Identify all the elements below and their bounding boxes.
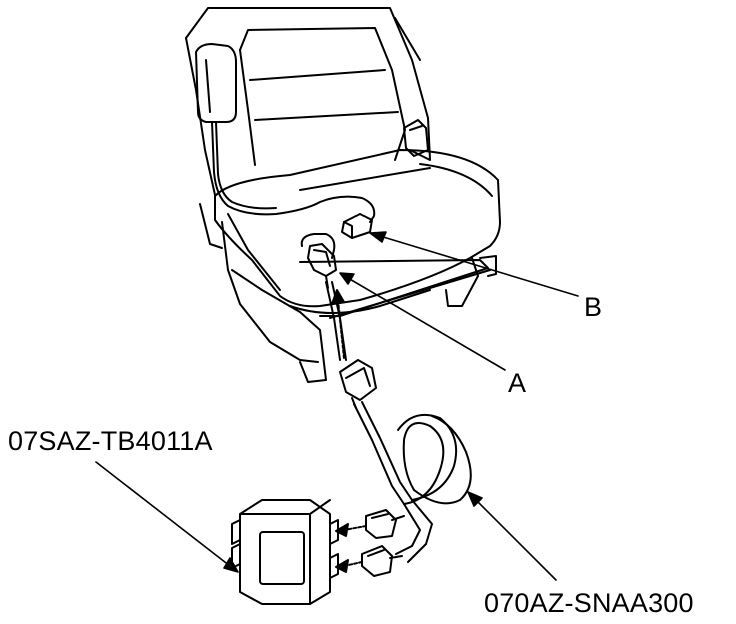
tester-box (231, 499, 339, 605)
connector-b (341, 213, 373, 239)
callout-b-label: B (584, 292, 603, 322)
insertion-arrow-connector (331, 289, 345, 359)
tester-part-number-label: 07SAZ-TB4011A (8, 426, 213, 456)
leader-line-harness (467, 491, 557, 581)
side-airbag-module (195, 43, 376, 223)
insertion-arrow-upper (335, 523, 367, 537)
extension-harness-coil (353, 401, 472, 563)
harness-part-number-label: 070AZ-SNAA300 (484, 588, 694, 618)
leader-line-b (369, 231, 579, 297)
extension-connector (339, 359, 377, 409)
seat-side-connector (403, 119, 429, 157)
tester-plug-lower (361, 545, 403, 577)
callout-a-label: A (508, 368, 527, 398)
seat-cushion (214, 149, 501, 383)
leader-line-tester (95, 461, 239, 573)
seat-back (185, 7, 431, 196)
insertion-arrow-lower (335, 559, 363, 573)
tester-plug-upper (365, 509, 405, 539)
leader-line-a (339, 272, 506, 371)
